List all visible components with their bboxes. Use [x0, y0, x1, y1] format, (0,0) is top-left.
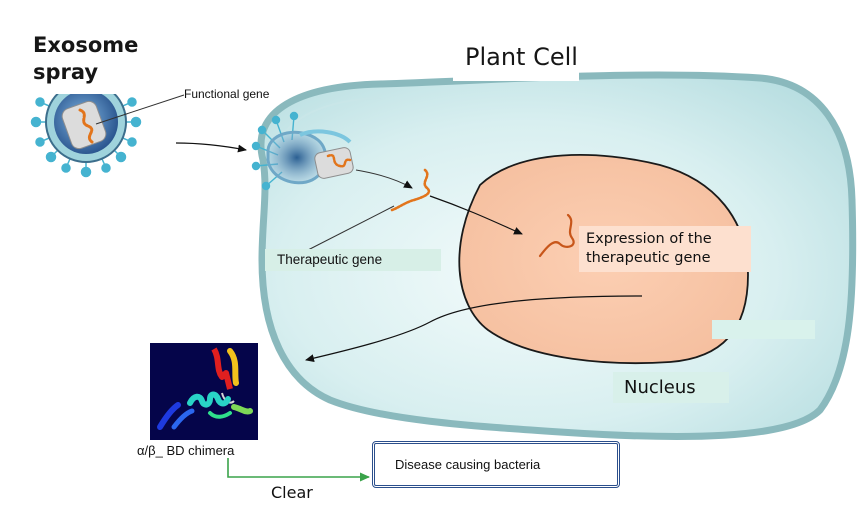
protein-ribbons: [157, 347, 253, 430]
therapeutic-gene-pointer: [307, 205, 395, 251]
gene-strand-icon: [538, 213, 575, 258]
therapeutic-gene-label: Therapeutic gene: [277, 252, 383, 267]
plant-cell-title-box: Plant Cell: [453, 33, 579, 81]
disease-bacteria-label: Disease causing bacteria: [395, 457, 541, 472]
import-arrow: [429, 195, 523, 235]
clear-label: Clear: [271, 483, 313, 502]
plant-cell-title: Plant Cell: [465, 43, 578, 71]
gene-strand-icon: [326, 153, 352, 168]
disease-bacteria-box: Disease causing bacteria: [372, 441, 620, 488]
blank-label-box: [712, 320, 815, 339]
uptake-arrow: [175, 142, 247, 153]
chimera-label: α/β_ BD chimera: [137, 443, 235, 458]
exosome-spray-title: Exosome spray: [33, 33, 139, 84]
translation-arrow: [305, 295, 643, 363]
expression-box: Expression of the therapeutic gene: [579, 226, 751, 272]
functional-gene-pointer: [95, 94, 185, 125]
therapeutic-gene-box: Therapeutic gene: [265, 249, 441, 271]
functional-gene-label: Functional gene: [184, 87, 270, 101]
gene-strand-icon: [390, 168, 431, 212]
protein-structure-icon: [150, 343, 258, 440]
membrane-fusion: [299, 129, 352, 144]
gene-strand-icon: [78, 108, 94, 144]
release-arrow: [355, 169, 413, 189]
exosome-icon: [30, 68, 142, 178]
clear-arrow: [227, 458, 370, 482]
expression-label: Expression of the therapeutic gene: [586, 231, 712, 266]
budding-exosome: [251, 111, 354, 191]
exosome-spray-title-box: Exosome spray: [26, 28, 196, 94]
nucleus-label: Nucleus: [624, 377, 696, 398]
nucleus-box: Nucleus: [613, 372, 729, 403]
